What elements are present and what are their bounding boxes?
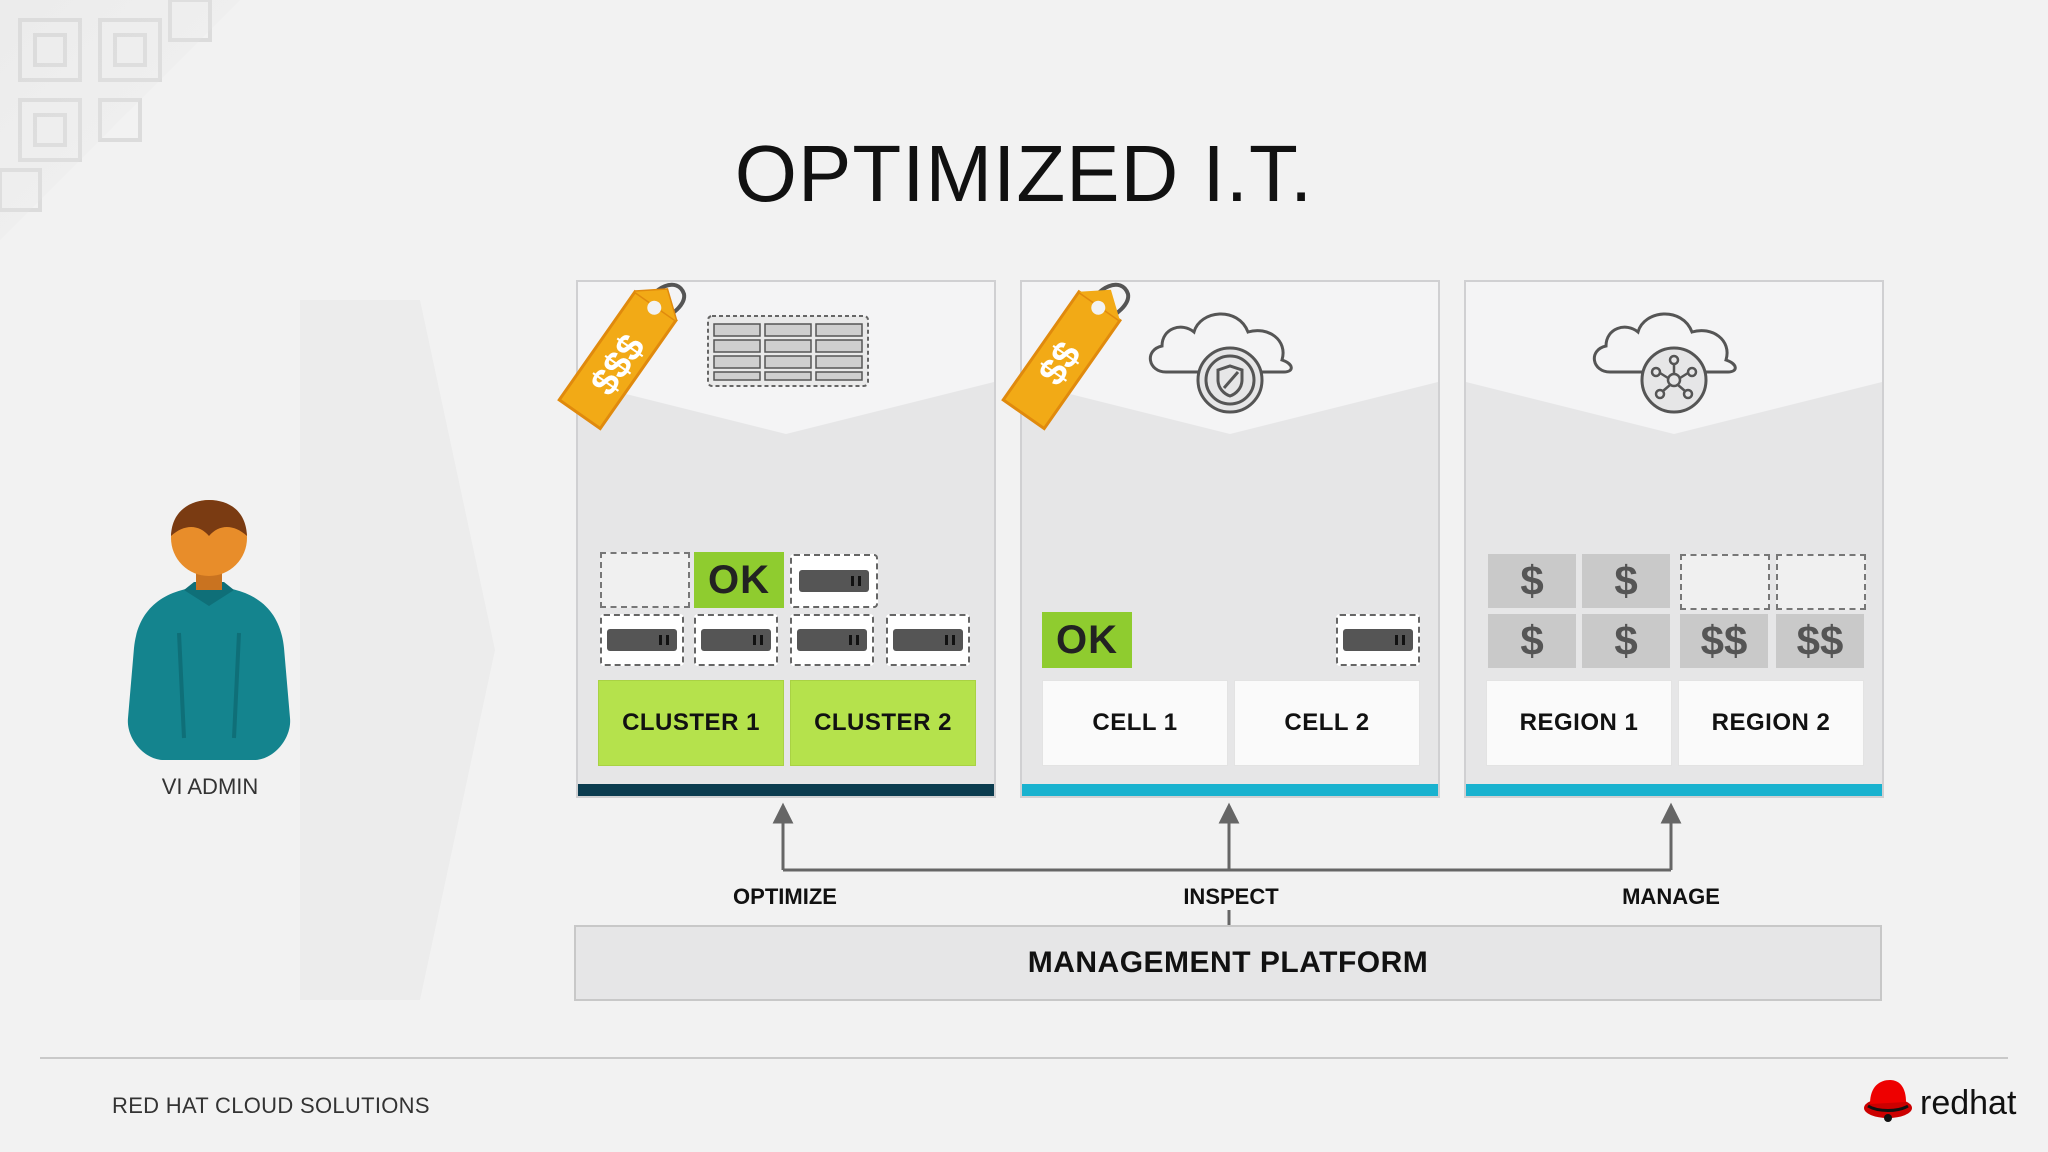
empty-server-slot xyxy=(1680,554,1770,610)
persona-label: VI ADMIN xyxy=(161,774,259,799)
panel-bar xyxy=(578,784,994,796)
server-unit xyxy=(886,614,970,666)
corner-pattern xyxy=(0,0,240,240)
cost-tile: $ xyxy=(1582,554,1670,608)
cost-tile: $ xyxy=(1488,614,1576,668)
cost-tile: $ xyxy=(1582,614,1670,668)
panel-bar xyxy=(1466,784,1882,796)
cost-tile: $$ xyxy=(1776,614,1864,668)
cloud-network-icon xyxy=(1593,312,1737,414)
empty-server-slot xyxy=(1776,554,1866,610)
cell-1-box: CELL 1 xyxy=(1042,680,1228,766)
redhat-logo-icon xyxy=(1864,1080,1912,1122)
cloud-shield-icon xyxy=(1149,312,1293,414)
region-2-box: REGION 2 xyxy=(1678,680,1864,766)
cell-2-box: CELL 2 xyxy=(1234,680,1420,766)
panel-manage: $ $ $ $ $$ $$ REGION 1 REGION 2 xyxy=(1464,280,1884,798)
manage-label: MANAGE xyxy=(1622,884,1720,909)
price-tag-icon: $$ xyxy=(1001,282,1131,431)
management-platform: MANAGEMENT PLATFORM xyxy=(574,925,1882,1001)
server-unit xyxy=(790,614,874,666)
footer-text: RED HAT CLOUD SOLUTIONS xyxy=(112,1093,430,1118)
empty-server-slot xyxy=(600,552,690,608)
server-rack-icon xyxy=(707,315,869,387)
cluster-1-box: CLUSTER 1 xyxy=(598,680,784,766)
panel-inspect: OK CELL 1 CELL 2 xyxy=(1020,280,1440,798)
optimize-label: OPTIMIZE xyxy=(733,884,837,909)
inspect-label: INSPECT xyxy=(1183,884,1279,909)
server-unit xyxy=(1336,614,1420,666)
cost-tile: $$ xyxy=(1680,614,1768,668)
cost-tile: $ xyxy=(1488,554,1576,608)
panel-bar xyxy=(1022,784,1438,796)
ok-badge: OK xyxy=(694,552,784,608)
redhat-wordmark: redhat xyxy=(1920,1084,2017,1122)
person-icon xyxy=(127,500,291,760)
price-tag-icon: $$$ xyxy=(557,282,687,431)
server-unit xyxy=(790,554,878,608)
server-unit xyxy=(600,614,684,666)
server-unit xyxy=(694,614,778,666)
panel-optimize: OK CLUSTER 1 CLUSTER 2 xyxy=(576,280,996,798)
footer-divider xyxy=(40,1057,2008,1059)
cluster-2-box: CLUSTER 2 xyxy=(790,680,976,766)
page-title: OPTIMIZED I.T. xyxy=(734,129,1314,218)
background-chevron xyxy=(300,300,495,1000)
region-1-box: REGION 1 xyxy=(1486,680,1672,766)
flow-connectors xyxy=(772,802,1682,938)
ok-badge: OK xyxy=(1042,612,1132,668)
